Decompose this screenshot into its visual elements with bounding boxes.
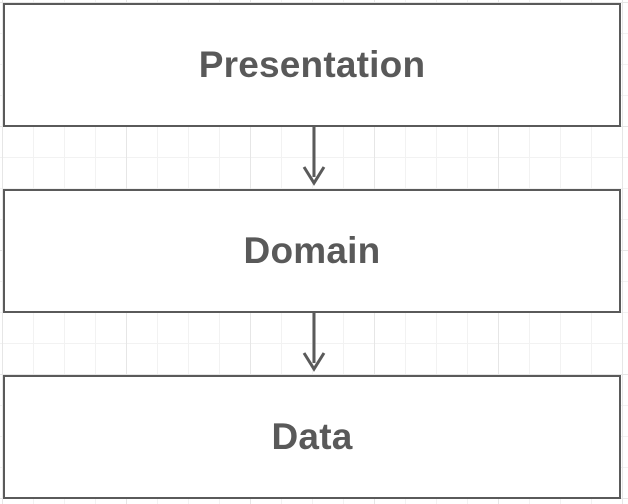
- presentation-layer-box: Presentation: [3, 3, 621, 127]
- arrow-down-icon: [302, 127, 326, 186]
- presentation-layer-label: Presentation: [198, 44, 426, 85]
- data-layer-box: Data: [3, 375, 621, 499]
- data-layer-label: Data: [271, 416, 353, 457]
- domain-layer-label: Domain: [243, 230, 381, 271]
- arrow-down-icon: [302, 313, 326, 372]
- domain-layer-box: Domain: [3, 189, 621, 313]
